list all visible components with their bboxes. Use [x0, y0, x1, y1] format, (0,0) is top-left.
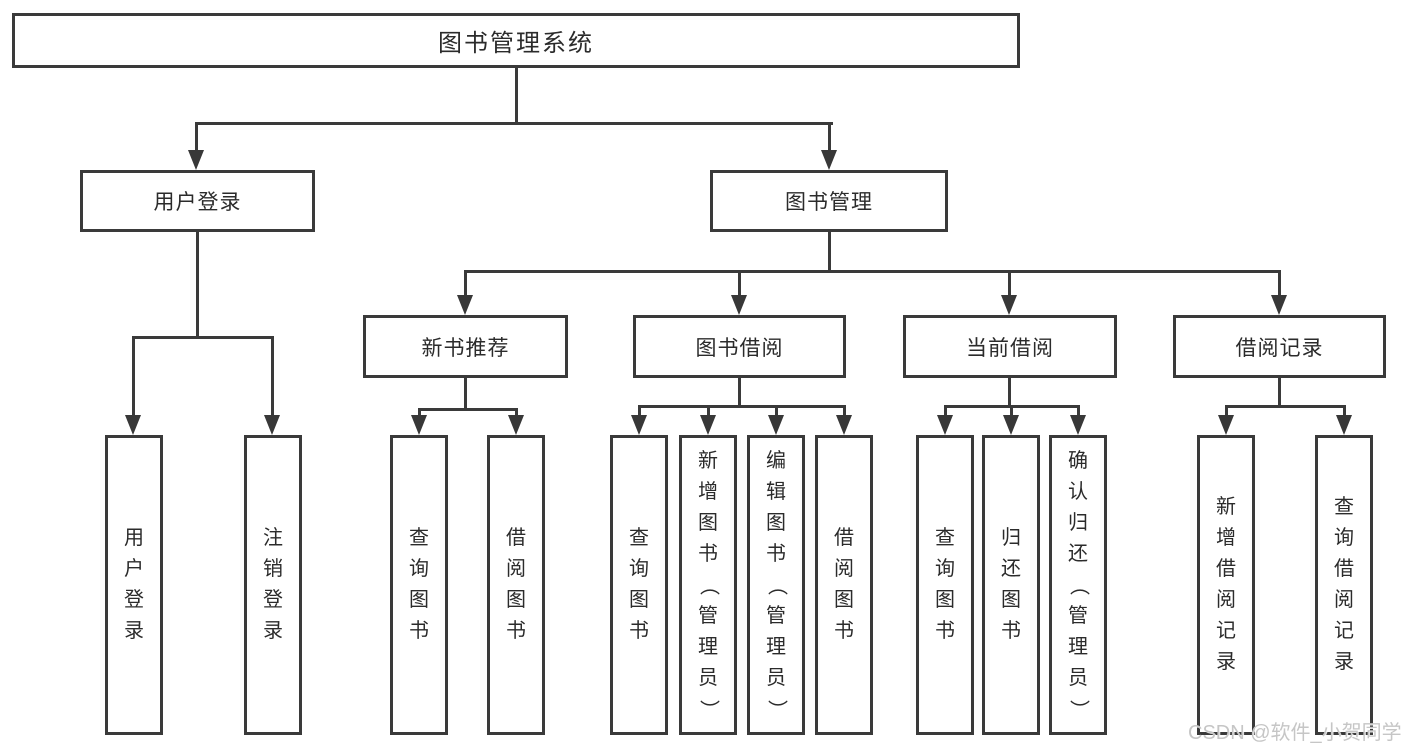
- connector-user-login-drop-1: [132, 336, 135, 417]
- node-bb-query-books: 查询图书: [610, 435, 668, 735]
- node-root: 图书管理系统: [12, 13, 1020, 68]
- connector-nbr-rail: [418, 408, 518, 411]
- arrow-down-icon: [508, 415, 524, 435]
- node-bb-edit-books-label: 编辑图书（管理员）: [765, 449, 788, 720]
- node-nbr-borrow-books: 借阅图书: [487, 435, 545, 735]
- arrow-down-icon: [836, 415, 852, 435]
- node-nbr-query-books: 查询图书: [390, 435, 448, 735]
- connector-user-login-rail: [132, 336, 274, 339]
- arrow-down-icon: [731, 295, 747, 315]
- node-user-login-label: 用户登录: [153, 191, 242, 214]
- node-cb-return-books: 归还图书: [982, 435, 1040, 735]
- arrow-down-icon: [411, 415, 427, 435]
- node-cb-confirm-return-label: 确认归还（管理员）: [1067, 449, 1090, 720]
- node-logout-label: 注销登录: [263, 527, 283, 642]
- node-br-query-record: 查询借阅记录: [1315, 435, 1373, 735]
- node-borrow-record: 借阅记录: [1173, 315, 1386, 378]
- node-bb-add-books: 新增图书（管理员）: [679, 435, 737, 735]
- node-nbr-borrow-books-label: 借阅图书: [506, 527, 526, 642]
- connector-root-drop-left: [195, 122, 198, 152]
- node-bb-edit-books: 编辑图书（管理员）: [747, 435, 805, 735]
- connector-nbr-drop-2: [515, 408, 518, 417]
- node-login: 用户登录: [105, 435, 163, 735]
- node-nbr-query-books-label: 查询图书: [409, 527, 429, 642]
- node-book-borrow: 图书借阅: [633, 315, 846, 378]
- node-current-borrow: 当前借阅: [903, 315, 1117, 378]
- connector-br-drop-1: [1225, 405, 1228, 417]
- arrow-down-icon: [631, 415, 647, 435]
- arrow-down-icon: [125, 415, 141, 435]
- connector-book-mgmt-drop-2: [738, 270, 741, 297]
- connector-nbr-stem: [464, 378, 467, 410]
- arrow-down-icon: [1218, 415, 1234, 435]
- connector-cb-stem: [1008, 378, 1011, 407]
- arrow-down-icon: [768, 415, 784, 435]
- arrow-down-icon: [1336, 415, 1352, 435]
- connector-br-stem: [1278, 378, 1281, 407]
- connector-bb-rail: [638, 405, 846, 408]
- node-book-management: 图书管理: [710, 170, 948, 232]
- connector-book-mgmt-stem: [828, 232, 831, 272]
- connector-br-rail: [1225, 405, 1346, 408]
- connector-user-login-drop-2: [271, 336, 274, 417]
- connector-br-drop-2: [1343, 405, 1346, 417]
- node-login-label: 用户登录: [124, 527, 144, 642]
- node-br-add-record-label: 新增借阅记录: [1216, 496, 1236, 673]
- node-bb-add-books-label: 新增图书（管理员）: [697, 449, 720, 720]
- node-book-management-label: 图书管理: [785, 191, 873, 214]
- arrow-down-icon: [457, 295, 473, 315]
- arrow-down-icon: [700, 415, 716, 435]
- connector-book-mgmt-drop-3: [1008, 270, 1011, 297]
- connector-root-stem: [515, 68, 518, 124]
- node-bb-query-books-label: 查询图书: [629, 527, 649, 642]
- connector-user-login-stem: [196, 232, 199, 338]
- node-br-query-record-label: 查询借阅记录: [1334, 496, 1354, 673]
- connector-bb-drop-2: [707, 405, 710, 417]
- node-cb-return-books-label: 归还图书: [1001, 527, 1021, 642]
- arrow-down-icon: [821, 150, 837, 170]
- connector-root-drop-right: [828, 122, 831, 152]
- node-cb-query-books: 查询图书: [916, 435, 974, 735]
- node-book-borrow-label: 图书借阅: [695, 336, 784, 360]
- connector-book-mgmt-rail: [464, 270, 1281, 273]
- connector-bb-drop-3: [775, 405, 778, 417]
- node-br-add-record: 新增借阅记录: [1197, 435, 1255, 735]
- connector-book-mgmt-drop-1: [464, 270, 467, 297]
- connector-root-rail: [195, 122, 833, 125]
- node-bb-borrow-books-label: 借阅图书: [834, 527, 854, 642]
- node-root-label: 图书管理系统: [438, 30, 594, 57]
- connector-cb-drop-3: [1077, 405, 1080, 417]
- watermark: CSDN @软件_小贺同学: [1188, 722, 1402, 744]
- arrow-down-icon: [1003, 415, 1019, 435]
- node-new-book-recommend: 新书推荐: [363, 315, 568, 378]
- arrow-down-icon: [1271, 295, 1287, 315]
- connector-book-mgmt-drop-4: [1278, 270, 1281, 297]
- node-current-borrow-label: 当前借阅: [966, 336, 1054, 360]
- connector-bb-drop-1: [638, 405, 641, 417]
- arrow-down-icon: [1070, 415, 1086, 435]
- connector-nbr-drop-1: [418, 408, 421, 417]
- connector-cb-drop-1: [944, 405, 947, 417]
- node-new-book-recommend-label: 新书推荐: [421, 336, 510, 360]
- arrow-down-icon: [937, 415, 953, 435]
- node-user-login: 用户登录: [80, 170, 315, 232]
- node-logout: 注销登录: [244, 435, 302, 735]
- arrow-down-icon: [188, 150, 204, 170]
- arrow-down-icon: [1001, 295, 1017, 315]
- connector-bb-drop-4: [843, 405, 846, 417]
- connector-cb-drop-2: [1010, 405, 1013, 417]
- connector-bb-stem: [738, 378, 741, 407]
- node-borrow-record-label: 借阅记录: [1235, 336, 1324, 360]
- arrow-down-icon: [264, 415, 280, 435]
- node-cb-confirm-return: 确认归还（管理员）: [1049, 435, 1107, 735]
- node-cb-query-books-label: 查询图书: [935, 527, 955, 642]
- node-bb-borrow-books: 借阅图书: [815, 435, 873, 735]
